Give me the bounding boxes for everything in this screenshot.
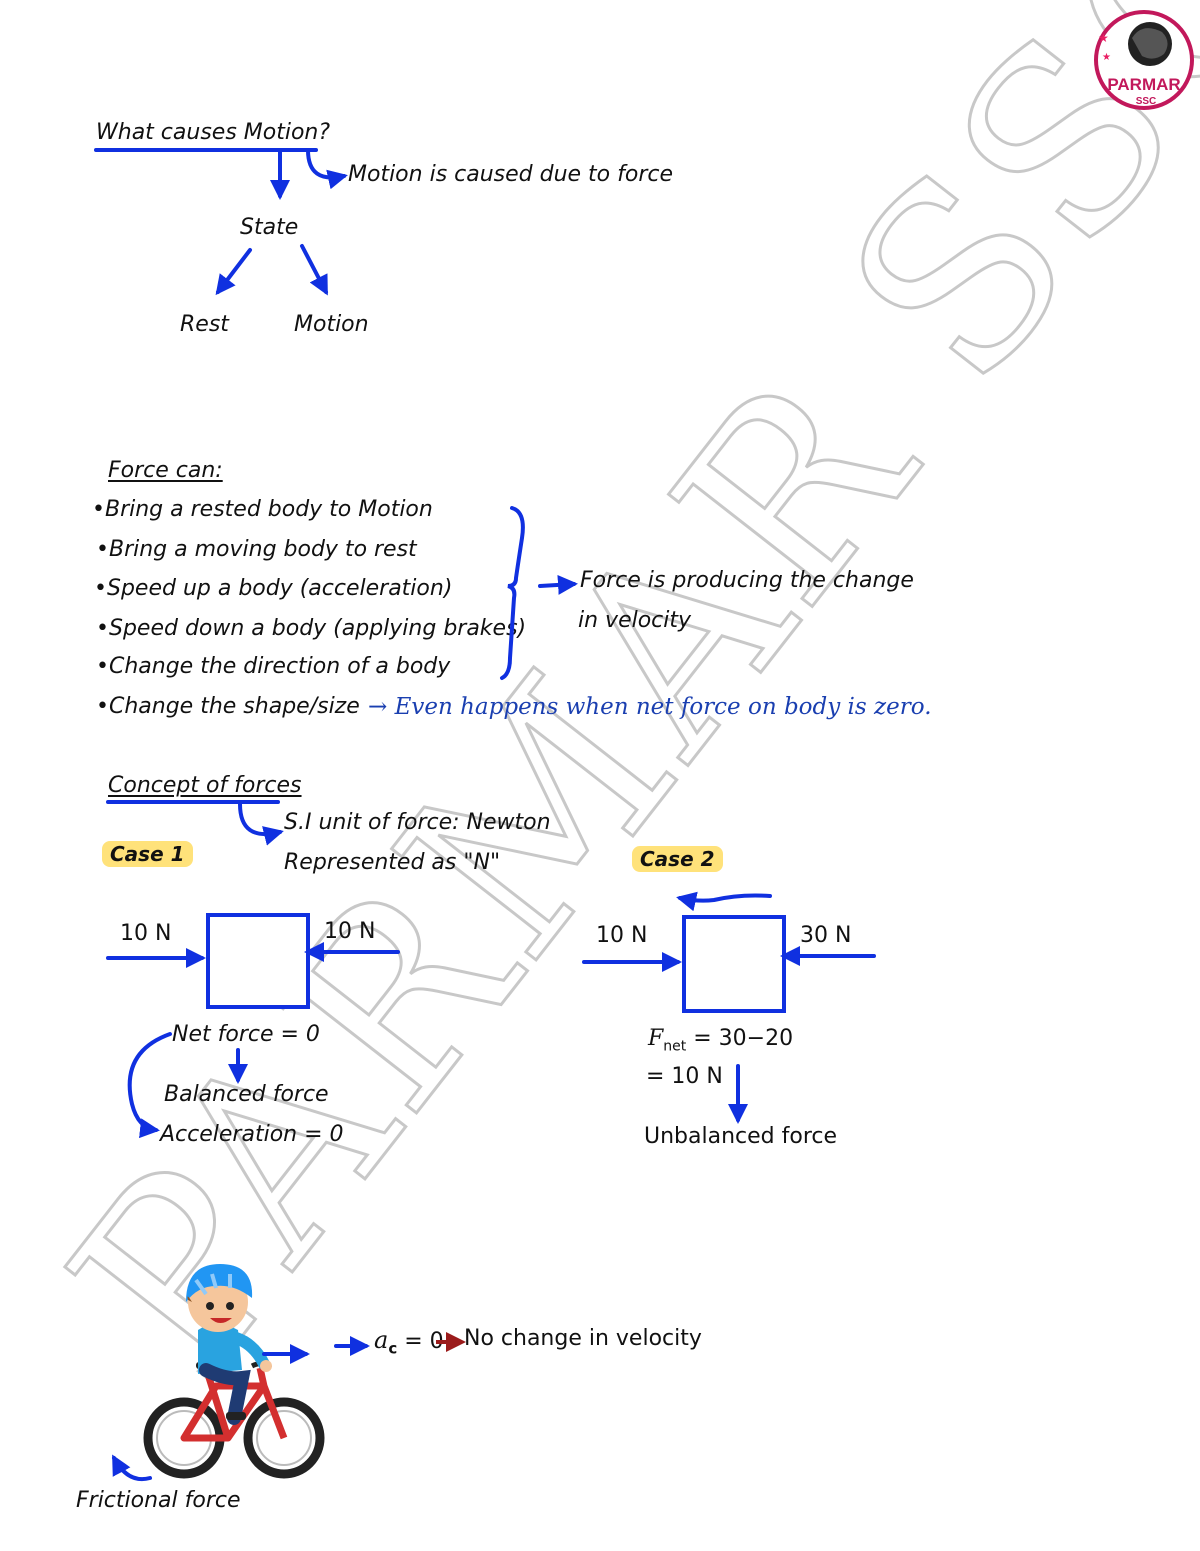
case2-direction-arrow [676,891,772,912]
cyclist-illustration [136,1258,326,1488]
brace-note-line2: in velocity [578,608,692,633]
case1-block [206,913,310,1009]
concept-heading: Concept of forces [108,773,302,798]
case1-label: Case 1 [102,841,193,867]
friction-arrow [112,1454,152,1481]
force-can-heading: Force can: [108,458,223,483]
list-item: •Bring a rested body to Motion [92,497,433,522]
case1-balanced: Balanced force [164,1082,329,1107]
case1-right-force: 10 N [324,919,376,944]
arrow-to-acceleration [127,1032,172,1139]
list-item: •Change the shape/size [96,694,360,719]
state-label: State [240,215,299,240]
motion-heading: What causes Motion? [96,120,331,145]
motion-label: Motion [294,312,369,337]
logo-text-bottom: SSC [1136,96,1157,107]
case1-left-force: 10 N [120,921,172,946]
represented-as: Represented as "N" [284,850,501,875]
si-unit: S.I unit of force: Newton [284,810,551,835]
case2-label: Case 2 [632,846,723,872]
case2-fnet-result: = 10 N [646,1064,723,1089]
arrow-to-motion [300,244,328,296]
list-item: •Bring a moving body to rest [96,537,417,562]
no-change-velocity: No change in velocity [464,1326,702,1351]
case1-acceleration: Acceleration = 0 [160,1122,344,1147]
brace-note-line1: Force is producing the change [580,568,914,593]
case2-unbalanced: Unbalanced force [644,1124,838,1149]
svg-text:★: ★ [1102,52,1111,63]
rest-label: Rest [180,312,229,337]
case2-right-force: 30 N [800,923,852,948]
arrow-to-rest [215,248,252,296]
arrow-to-note [306,148,348,190]
handwritten-note: → Even happens when net force on body is… [368,694,932,720]
case2-left-force: 10 N [596,923,648,948]
motion-cause-note: Motion is caused due to force [348,162,674,187]
list-item: •Speed down a body (applying brakes) [96,616,527,641]
logo-text-top: PARMAR [1107,75,1180,94]
brand-logo: ★ ★ PARMAR SSC [1092,8,1196,112]
arrow-to-brace-note [538,574,578,595]
case2-fnet: Fnet = 30−20 [648,1026,794,1055]
frictional-force-label: Frictional force [76,1488,241,1513]
list-item: •Speed up a body (acceleration) [94,576,453,601]
curly-brace [500,506,525,680]
arrow-to-si-unit [238,802,284,846]
case2-block [682,915,786,1013]
list-item: •Change the direction of a body [96,654,451,679]
svg-text:★: ★ [1098,31,1109,45]
case1-net-force: Net force = 0 [172,1022,320,1047]
